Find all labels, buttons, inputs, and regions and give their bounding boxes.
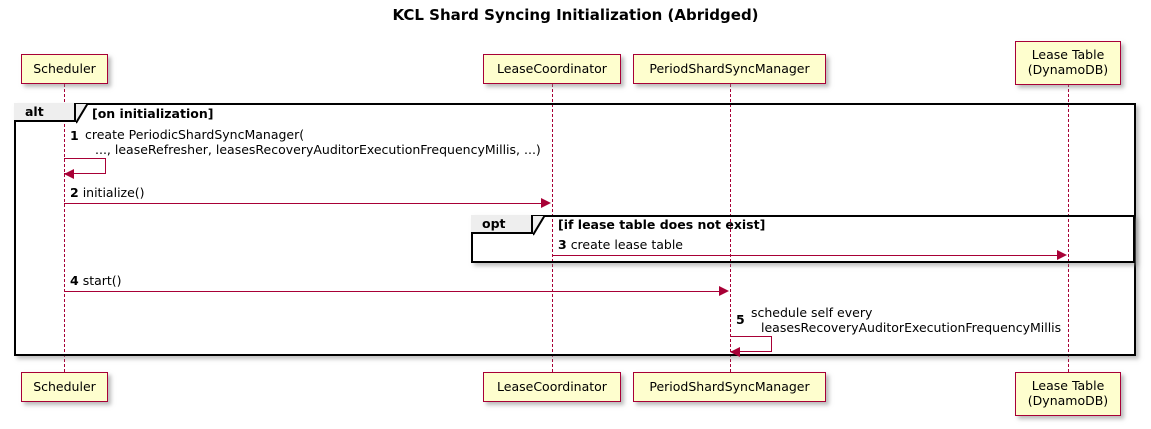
message-4-label: 4 start() — [70, 274, 122, 288]
participant-label: Scheduler — [33, 379, 96, 394]
message-2-arrowhead-icon — [541, 198, 551, 208]
participant-label: LeaseCoordinator — [497, 379, 607, 394]
participant-lease-table-bottom[interactable]: Lease Table (DynamoDB) — [1015, 372, 1121, 416]
message-1-line1: create PeriodicShardSyncManager( — [85, 127, 305, 142]
lifeline-lease-coordinator — [552, 84, 553, 372]
fragment-opt-tab-notch-icon — [533, 215, 546, 236]
participant-label: Scheduler — [33, 61, 96, 76]
fragment-alt-on-initialization — [14, 103, 1136, 356]
message-4-number: 4 — [70, 273, 79, 288]
message-3-arrow — [552, 255, 1057, 256]
participant-lease-coordinator-bottom[interactable]: LeaseCoordinator — [483, 372, 621, 402]
participant-period-shard-sync-manager-top[interactable]: PeriodShardSyncManager — [633, 54, 826, 84]
fragment-opt-operator-tab: opt — [471, 215, 533, 234]
participant-label-line1: Lease Table — [1031, 378, 1105, 393]
participant-label: PeriodShardSyncManager — [649, 61, 810, 76]
lifeline-lease-table — [1068, 84, 1069, 372]
message-2-arrow — [64, 203, 542, 204]
participant-label-line2: (DynamoDB) — [1027, 393, 1109, 408]
message-2-text: initialize() — [82, 185, 145, 200]
message-2-label: 2 initialize() — [70, 186, 145, 200]
participant-label: PeriodShardSyncManager — [649, 379, 810, 394]
lifeline-scheduler — [64, 84, 65, 372]
message-5-text: schedule self every leasesRecoveryAudito… — [751, 305, 1061, 335]
message-5-line2: leasesRecoveryAuditorExecutionFrequencyM… — [761, 320, 1062, 335]
message-1-line2: ..., leaseRefresher, leasesRecoveryAudit… — [95, 142, 541, 157]
page-title: KCL Shard Syncing Initialization (Abridg… — [392, 6, 759, 24]
participant-scheduler-top[interactable]: Scheduler — [21, 54, 108, 84]
message-5-number: 5 — [736, 312, 745, 327]
message-4-arrowhead-icon — [719, 286, 729, 296]
message-3-number: 3 — [558, 237, 567, 252]
message-4-text: start() — [82, 273, 122, 288]
fragment-opt-lease-table-missing — [471, 215, 1135, 263]
fragment-opt-condition: [if lease table does not exist] — [558, 217, 766, 232]
participant-period-shard-sync-manager-bottom[interactable]: PeriodShardSyncManager — [633, 372, 826, 402]
participant-scheduler-bottom[interactable]: Scheduler — [21, 372, 108, 402]
message-5-arrowhead-icon — [730, 347, 740, 357]
message-5-self-loop — [730, 336, 772, 352]
fragment-alt-tab-notch-icon — [76, 103, 89, 124]
message-3-text: create lease table — [570, 237, 683, 252]
participant-label-line1: Lease Table — [1031, 47, 1105, 62]
fragment-alt-operator-tab: alt — [14, 103, 76, 122]
message-4-arrow — [64, 291, 720, 292]
lifeline-period-shard-sync-manager — [730, 84, 731, 372]
message-1-arrowhead-icon — [64, 169, 74, 179]
message-1-label: 1 — [70, 128, 79, 143]
message-5-line1: schedule self every — [751, 305, 873, 320]
participant-label-line2: (DynamoDB) — [1027, 62, 1109, 77]
message-5-label: 5 — [736, 312, 745, 327]
message-3-arrowhead-icon — [1057, 250, 1067, 260]
message-1-number: 1 — [70, 128, 79, 143]
message-1-text: create PeriodicShardSyncManager( ..., le… — [85, 127, 541, 157]
message-1-self-loop — [64, 158, 106, 174]
fragment-alt-condition: [on initialization] — [92, 106, 214, 121]
message-2-number: 2 — [70, 185, 79, 200]
message-3-label: 3 create lease table — [558, 238, 683, 252]
participant-label: LeaseCoordinator — [497, 61, 607, 76]
participant-lease-table-top[interactable]: Lease Table (DynamoDB) — [1015, 41, 1121, 85]
participant-lease-coordinator-top[interactable]: LeaseCoordinator — [483, 54, 621, 84]
